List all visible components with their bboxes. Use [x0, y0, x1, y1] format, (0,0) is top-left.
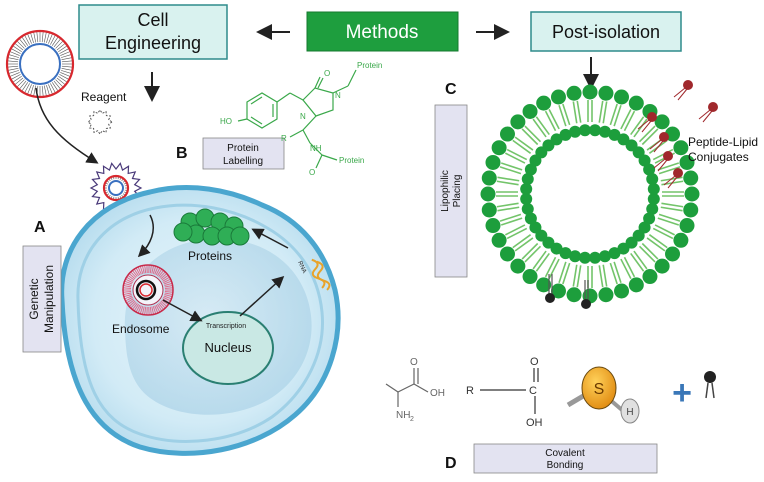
genetic-label-1: Genetic [27, 278, 41, 319]
covalent-label-1: Covalent [545, 448, 585, 459]
transcription-label: Transcription [206, 323, 246, 330]
lipophilic-label-1: Lipophilic [440, 170, 451, 212]
covalent-label-2: Bonding [547, 460, 584, 471]
chem-ho: HO [220, 117, 232, 126]
aa-o: O [410, 357, 418, 368]
chem-protein-bottom: Protein [339, 156, 364, 165]
peptide-lipid-label-1: Peptide-Lipid [688, 135, 758, 149]
acid-oh: OH [526, 417, 543, 429]
post-isolation-box: Post-isolation [530, 11, 682, 52]
carboxylic-acid-structure [480, 368, 539, 414]
proteins-label: Proteins [188, 249, 232, 263]
large-liposome [480, 84, 700, 304]
chem-o-top: O [324, 69, 330, 78]
protein-labelling-box: Protein Labelling [202, 137, 285, 170]
endosome [122, 264, 174, 316]
proteins-cluster [173, 208, 250, 246]
reagent-icon [87, 109, 113, 135]
aa-nh: NH [396, 410, 410, 421]
rna-strands [311, 258, 331, 291]
methods-label: Methods [346, 22, 419, 43]
lipophilic-label-2: Placing [452, 175, 463, 208]
arrow-rna-to-proteins [251, 228, 289, 249]
peptide-lipid-conjugates [637, 80, 718, 189]
lipid-anchor-icon [704, 371, 716, 399]
aa-oh: OH [430, 388, 445, 399]
acid-o: O [530, 356, 539, 368]
top-left-liposome [5, 29, 75, 99]
panel-letter-c: C [445, 81, 457, 98]
cell-engineering-label-2: Engineering [105, 33, 201, 53]
chem-protein-top: Protein [357, 61, 382, 70]
plus-sign: + [672, 374, 692, 412]
fluorophore-structure [237, 69, 357, 169]
inserted-anchors [545, 274, 591, 309]
reagent-label: Reagent [81, 90, 127, 104]
arrow-complex-to-endosome [137, 214, 154, 258]
chem-nh: NH [310, 144, 322, 153]
cell-engineering-label-1: Cell [137, 10, 168, 30]
protein-labelling-label-1: Protein [227, 143, 259, 154]
chem-n-link: N [335, 91, 341, 100]
thiol-group: S H [566, 366, 640, 424]
chem-n-ring: N [300, 112, 306, 121]
rna-label: RNA [296, 260, 307, 274]
aa-nh-subscript: 2 [410, 416, 414, 423]
panel-letter-a: A [34, 219, 46, 236]
lipophilic-placing-box: Lipophilic Placing [434, 104, 468, 278]
genetic-label-2: Manipulation [42, 265, 56, 333]
h-atom-label: H [626, 407, 633, 418]
amino-acid-structure [385, 368, 429, 407]
chem-o-bottom: O [309, 168, 315, 177]
acid-c: C [529, 385, 537, 397]
chem-r: R [281, 134, 287, 143]
arrow-nucleus-to-rna [239, 275, 285, 317]
acid-r: R [466, 385, 474, 397]
arrow-endosome-to-nucleus [162, 299, 203, 322]
cell-engineering-box: Cell Engineering [78, 4, 228, 60]
nucleus-label: Nucleus [205, 340, 252, 355]
s-atom-label: S [594, 381, 605, 398]
panel-letter-b: B [176, 145, 188, 162]
arrow-liposome-to-complex [35, 87, 99, 164]
nucleus: Nucleus [182, 311, 274, 385]
panel-letter-d: D [445, 455, 457, 472]
genetic-manipulation-box: Genetic Manipulation [22, 245, 62, 353]
post-isolation-label: Post-isolation [552, 22, 660, 42]
endosome-label: Endosome [112, 322, 170, 336]
methods-box: Methods [306, 11, 459, 52]
covalent-bonding-box: Covalent Bonding [473, 443, 658, 474]
protein-labelling-label-2: Labelling [223, 156, 263, 167]
peptide-lipid-label-2: Conjugates [688, 150, 749, 164]
